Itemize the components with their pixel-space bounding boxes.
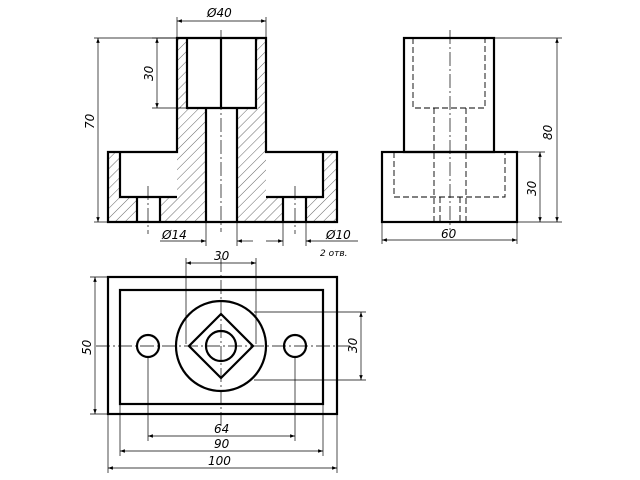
dim-hole-spacing: 64 (214, 422, 229, 436)
top-view (96, 258, 350, 426)
side-base (380, 150, 519, 224)
dim-center-hole: Ø14 (161, 228, 187, 242)
front-left-pocket (118, 152, 177, 199)
dim-base-height: 30 (525, 180, 539, 196)
side-upper-block (402, 36, 496, 154)
dim-inner-length: 90 (214, 437, 230, 451)
side-view (380, 30, 519, 230)
dim-bore-diameter: Ø40 (206, 6, 232, 20)
dim-side-height: 80 (541, 124, 555, 140)
dim-square-width: 30 (214, 249, 230, 263)
dim-overall-height: 70 (83, 113, 97, 129)
dim-square-height: 30 (346, 337, 360, 353)
dim-side-holes-note: 2 отв. (320, 249, 348, 259)
top-inner-rect (118, 288, 325, 406)
dim-side-width: 60 (441, 227, 457, 241)
front-view-hatching (108, 38, 337, 222)
dim-side-holes: Ø10 (325, 228, 351, 242)
dim-overall-length: 100 (208, 454, 231, 468)
front-view (106, 30, 339, 234)
front-right-pocket (266, 152, 325, 199)
front-outline (106, 36, 339, 224)
dim-bore-depth: 30 (142, 65, 156, 81)
dim-top-depth: 50 (80, 339, 94, 355)
top-view-dimensions: 30 50 30 64 90 100 (80, 249, 366, 473)
top-outer-rect (106, 275, 339, 416)
side-view-dimensions: 80 30 60 (381, 37, 562, 244)
front-view-dimensions: Ø40 30 70 Ø14 Ø10 2 отв. (83, 6, 358, 259)
